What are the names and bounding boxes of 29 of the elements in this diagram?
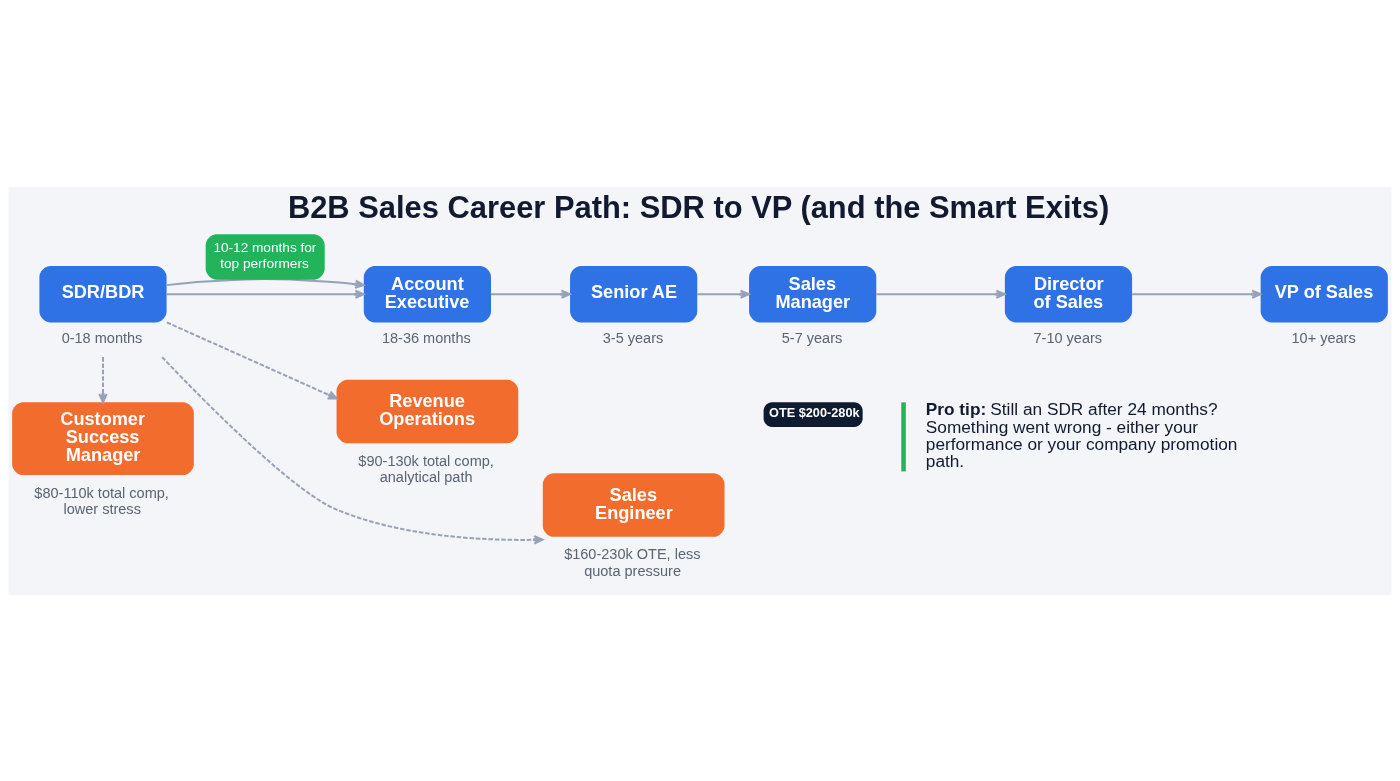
node-label: 5-7 years — [781, 329, 843, 346]
node-box: SDR/BDR — [39, 265, 167, 322]
node-box: Account Executive — [363, 265, 491, 322]
node-box: Sales Engineer — [542, 472, 725, 537]
arrow — [875, 289, 1006, 299]
node-label: 7-10 years — [1033, 329, 1103, 346]
node-label: $160-230k OTE, less quota pressure — [564, 545, 701, 579]
arrow — [161, 355, 544, 544]
arrow — [1131, 289, 1262, 299]
node-box: Sales Manager — [749, 265, 877, 322]
node-box: Director of Sales — [1004, 265, 1133, 322]
node-label: 3-5 years — [602, 329, 664, 346]
edge-label: 10-12 months for top performers — [213, 239, 317, 271]
diagram-title: B2B Sales Career Path: SDR to VP (and the Smart Exits) — [287, 189, 1110, 225]
node-box: Senior AE — [570, 265, 698, 322]
node-box: Customer Success Manager — [12, 401, 194, 475]
node-label: $80-110k total comp, lower stress — [34, 484, 169, 517]
node-box: Revenue Operations — [336, 379, 519, 443]
node-box: VP of Sales — [1260, 265, 1388, 322]
arrow — [98, 355, 108, 403]
node-label: 18-36 months — [381, 329, 471, 346]
arrow — [490, 289, 571, 299]
node-box: OTE $200-280k — [763, 401, 863, 427]
node-label: $90-130k total comp, analytical path — [358, 452, 494, 485]
arrow — [696, 289, 750, 299]
label: Pro tip: Still an SDR after 24 months? Something went wrong - either your performance or your company promotion path. — [925, 398, 1238, 471]
node-label: 0-18 months — [61, 329, 143, 346]
arrow — [165, 289, 365, 299]
node-label: 10+ years — [1291, 329, 1356, 346]
